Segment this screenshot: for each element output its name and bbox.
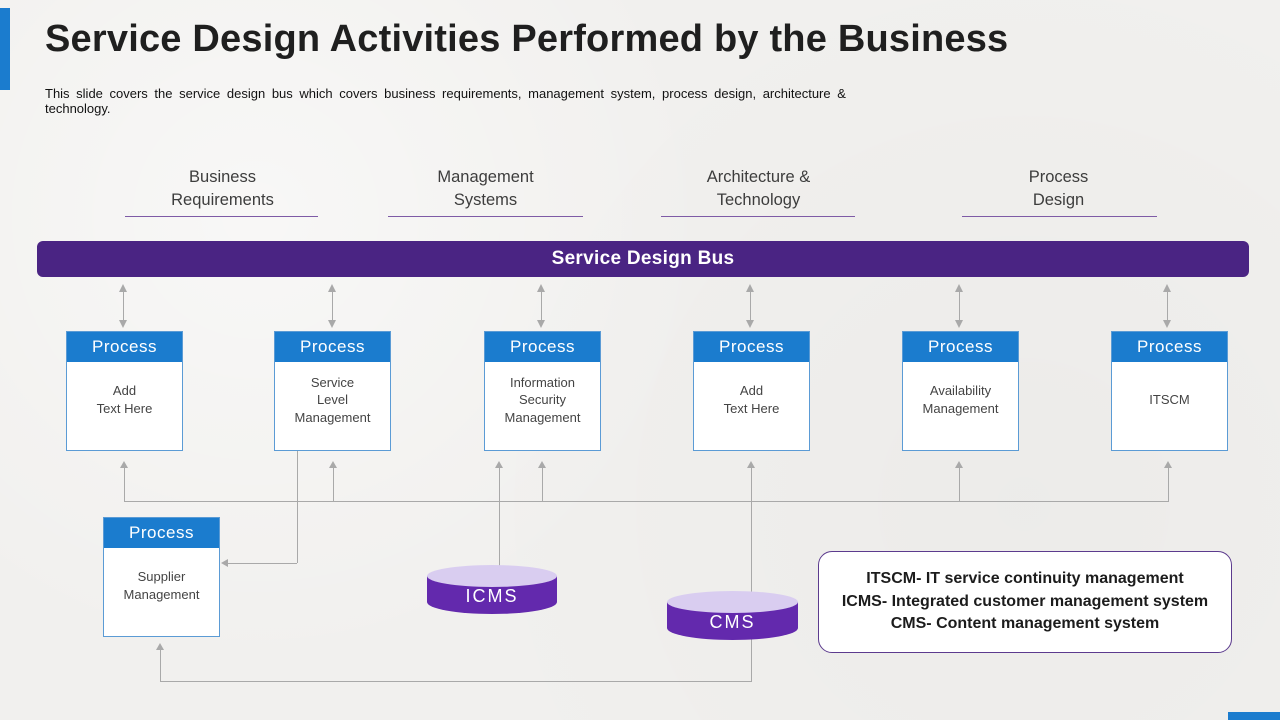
- bottom-right-accent-bar: [1228, 712, 1280, 720]
- arrow-up-icon: [120, 461, 128, 468]
- process-box-header: Process: [67, 332, 182, 362]
- cylinder-label: CMS: [709, 612, 756, 632]
- page-title: Service Design Activities Performed by t…: [45, 18, 1009, 60]
- column-underline-2: [388, 216, 583, 217]
- column-underline-3: [661, 216, 855, 217]
- process-box-availability-management: Process Availability Management: [902, 331, 1019, 451]
- column-header-process-design: Process Design: [1028, 168, 1089, 210]
- process-box-body: Add Text Here: [723, 383, 780, 416]
- page-subtitle: This slide covers the service design bus…: [45, 86, 846, 116]
- process-box-add-text-1: Process Add Text Here: [66, 331, 183, 451]
- arrow-up-icon: [156, 643, 164, 650]
- arrow-up-icon: [1164, 461, 1172, 468]
- process-box-body: Supplier Management: [123, 569, 200, 602]
- arrow-up-icon: [747, 461, 755, 468]
- process-box-supplier-management: Process Supplier Management: [103, 517, 220, 637]
- service-design-bus-bar: Service Design Bus: [37, 241, 1249, 277]
- double-arrow-icon: [746, 284, 755, 328]
- process-box-itscm: Process ITSCM: [1111, 331, 1228, 451]
- process-box-header: Process: [694, 332, 809, 362]
- process-box-information-security-management: Process Information Security Management: [484, 331, 601, 451]
- connector-horizontal-bottom: [160, 681, 752, 682]
- arrow-up-icon: [329, 461, 337, 468]
- cylinder-top-ellipse: [667, 591, 798, 613]
- legend-line-itscm: ITSCM- IT service continuity management: [866, 569, 1184, 587]
- column-header-business-requirements: Business Requirements: [171, 168, 274, 210]
- cylinder-top-ellipse: [427, 565, 557, 587]
- connector-bottom-to-box-4: [751, 468, 752, 681]
- cylinder-label: ICMS: [465, 586, 519, 606]
- process-box-header: Process: [275, 332, 390, 362]
- double-arrow-icon: [537, 284, 546, 328]
- process-box-add-text-2: Process Add Text Here: [693, 331, 810, 451]
- connector-stub-box-2: [333, 468, 334, 501]
- connector-stub-box-6: [1168, 468, 1169, 501]
- bus-label: Service Design Bus: [551, 248, 735, 269]
- process-box-header: Process: [903, 332, 1018, 362]
- arrow-up-icon: [538, 461, 546, 468]
- connector-box-2-descender: [297, 451, 298, 563]
- connector-box-2-to-supplier: [228, 563, 297, 564]
- top-left-accent-bar: [0, 8, 10, 90]
- abbreviations-legend-box: ITSCM- IT service continuity management …: [818, 551, 1232, 653]
- connector-stub-box-5: [959, 468, 960, 501]
- cms-database-cylinder: CMS: [667, 591, 798, 640]
- connector-stub-box-1: [124, 468, 125, 501]
- process-box-body: Availability Management: [922, 383, 999, 416]
- double-arrow-icon: [119, 284, 128, 328]
- double-arrow-icon: [1163, 284, 1172, 328]
- connector-horizontal-main: [124, 501, 1169, 502]
- arrow-up-icon: [495, 461, 503, 468]
- double-arrow-icon: [328, 284, 337, 328]
- column-underline-1: [125, 216, 318, 217]
- legend-line-cms: CMS- Content management system: [890, 615, 1160, 633]
- icms-database-cylinder: ICMS: [427, 565, 557, 614]
- connector-stub-box-3: [542, 468, 543, 501]
- process-box-body: ITSCM: [1149, 392, 1190, 408]
- connector-icms-to-box-3: [499, 468, 500, 566]
- connector-stub-supplier: [160, 650, 161, 681]
- legend-line-icms: ICMS- Integrated customer management sys…: [841, 592, 1209, 610]
- column-header-management-systems: Management Systems: [437, 168, 534, 210]
- process-box-service-level-management: Process Service Level Management: [274, 331, 391, 451]
- process-box-header: Process: [104, 518, 219, 548]
- double-arrow-icon: [955, 284, 964, 328]
- column-underline-4: [962, 216, 1157, 217]
- process-box-header: Process: [1112, 332, 1227, 362]
- process-box-body: Service Level Management: [294, 374, 371, 425]
- process-box-body: Add Text Here: [96, 383, 153, 416]
- arrow-up-icon: [955, 461, 963, 468]
- process-box-body: Information Security Management: [504, 374, 581, 425]
- arrow-left-icon: [221, 559, 228, 567]
- process-box-header: Process: [485, 332, 600, 362]
- column-header-architecture-technology: Architecture & Technology: [706, 168, 811, 210]
